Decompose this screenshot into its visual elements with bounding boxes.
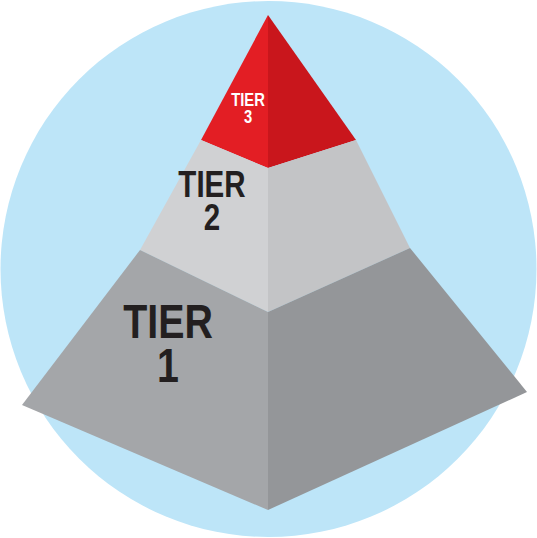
- pyramid-tier: TIER 3: [201, 15, 356, 168]
- tier-face: [22, 250, 268, 510]
- tier-face: [268, 248, 527, 510]
- pyramid-tier: TIER 1: [22, 248, 527, 510]
- tier-shape: [201, 15, 356, 168]
- tier-label: TIER 3: [229, 92, 267, 125]
- tier-label: TIER 1: [120, 300, 217, 388]
- tier-shape: [22, 248, 527, 510]
- tier-label: TIER 2: [176, 168, 248, 234]
